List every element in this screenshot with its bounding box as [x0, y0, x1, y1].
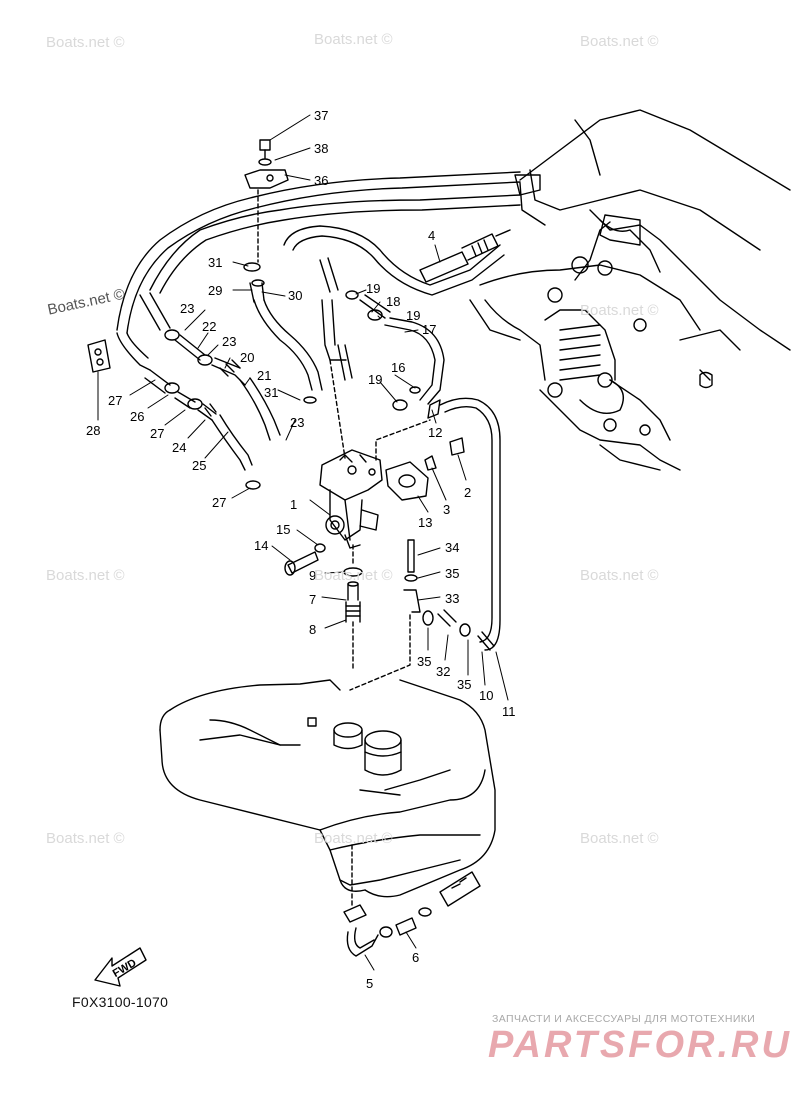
- fittings-32-35: [349, 539, 471, 691]
- fwd-arrow: [94, 947, 147, 987]
- callout-24: 24: [172, 440, 186, 455]
- callout-7: 7: [309, 592, 316, 607]
- watermark: Boats.net ©: [46, 34, 125, 51]
- callout-18: 18: [386, 294, 400, 309]
- screw-14-washer-15: [284, 543, 326, 576]
- watermark: Boats.net ©: [580, 33, 659, 50]
- callout-19c: 19: [368, 372, 382, 387]
- callout-11: 11: [502, 704, 516, 719]
- callout-23c: 23: [290, 415, 304, 430]
- callout-36: 36: [314, 173, 328, 188]
- part-4-filter: [419, 229, 511, 283]
- callout-numbers: 37 38 36 4 31 29 30 19 18 19 17 23 22 23…: [86, 108, 516, 991]
- fittings-5-6: [343, 844, 432, 957]
- callout-22: 22: [202, 319, 216, 334]
- brand-logo: PARTSFOR.RU: [488, 1024, 792, 1066]
- callout-27c: 27: [212, 495, 226, 510]
- fuel-pump: [319, 449, 383, 549]
- callout-35b: 35: [417, 654, 431, 669]
- callout-15: 15: [276, 522, 290, 537]
- callout-8: 8: [309, 622, 316, 637]
- callout-17: 17: [422, 322, 436, 337]
- callout-12: 12: [428, 425, 442, 440]
- callout-23: 23: [180, 301, 194, 316]
- callout-34: 34: [445, 540, 459, 555]
- callout-2: 2: [464, 485, 471, 500]
- fuel-tank: [159, 679, 496, 907]
- callout-19b: 19: [406, 308, 420, 323]
- callout-37: 37: [314, 108, 328, 123]
- callout-29: 29: [208, 283, 222, 298]
- bracket-assembly: [244, 139, 289, 263]
- figure-code: F0X3100-1070: [72, 994, 169, 1010]
- watermark: Boats.net ©: [46, 830, 125, 847]
- watermark: Boats.net ©: [580, 567, 659, 584]
- callout-28: 28: [86, 423, 100, 438]
- part-28-clamp: [87, 339, 111, 373]
- callout-35c: 35: [457, 677, 471, 692]
- callout-14: 14: [254, 538, 268, 553]
- callout-31: 31: [208, 255, 222, 270]
- callout-13: 13: [418, 515, 432, 530]
- leader-lines: [97, 114, 509, 971]
- callout-25: 25: [192, 458, 206, 473]
- callout-27b: 27: [150, 426, 164, 441]
- fwd-label: FWD: [111, 957, 139, 980]
- callout-5: 5: [366, 976, 373, 991]
- watermark: Boats.net ©: [46, 567, 125, 584]
- brand-tagline: ЗАПЧАСТИ И АКСЕССУАРЫ ДЛЯ МОТОТЕХНИКИ: [492, 1013, 756, 1025]
- callout-16: 16: [391, 360, 405, 375]
- callout-10: 10: [479, 688, 493, 703]
- engine-block: [469, 109, 791, 471]
- callout-33: 33: [445, 591, 459, 606]
- hose-17-19: [319, 257, 445, 411]
- callout-27: 27: [108, 393, 122, 408]
- callout-9: 9: [309, 568, 316, 583]
- watermark: Boats.net ©: [314, 567, 393, 584]
- callout-20: 20: [240, 350, 254, 365]
- callout-26: 26: [130, 409, 144, 424]
- callout-32: 32: [436, 664, 450, 679]
- gasket-13: [385, 461, 429, 501]
- callout-38: 38: [314, 141, 328, 156]
- callout-35: 35: [445, 566, 459, 581]
- upper-fuel-hoses: [116, 171, 521, 334]
- hose-10-11: [439, 397, 501, 651]
- hose-30-vertical: [321, 299, 353, 459]
- watermark: Boats.net ©: [314, 830, 393, 847]
- watermark: Boats.net ©: [580, 830, 659, 847]
- callout-31b: 31: [264, 385, 278, 400]
- left-hose-group: [116, 292, 281, 490]
- callout-19: 19: [366, 281, 380, 296]
- hose-29-30: [243, 262, 323, 404]
- hose-7-8: [343, 544, 363, 669]
- callout-21: 21: [257, 368, 271, 383]
- callout-6: 6: [412, 950, 419, 965]
- callout-4: 4: [428, 228, 435, 243]
- watermark: Boats.net ©: [580, 302, 659, 319]
- callout-30: 30: [288, 288, 302, 303]
- callout-1: 1: [290, 497, 297, 512]
- fittings-2-3-12: [375, 399, 465, 471]
- callout-3: 3: [443, 502, 450, 517]
- watermark: Boats.net ©: [314, 31, 393, 48]
- callout-23b: 23: [222, 334, 236, 349]
